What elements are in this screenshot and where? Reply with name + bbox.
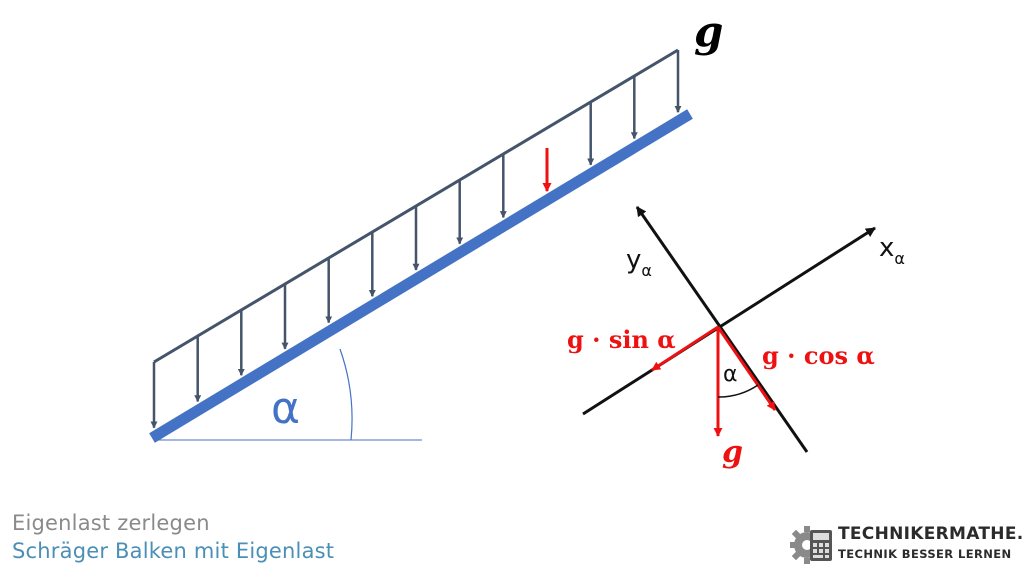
caption-subtitle: Schräger Balken mit Eigenlast (12, 539, 335, 563)
inclined-beam (149, 109, 693, 443)
cos-component-label: g · cos α (762, 341, 875, 370)
inclined-beam-diagram: g α yα xα α g · sin α g · cos α g (149, 7, 905, 470)
y-alpha-axis-label: yα (626, 245, 652, 280)
brand-tagline: TECHNIK BESSER LERNEN (838, 547, 1012, 561)
x-alpha-axis-label: xα (879, 233, 905, 268)
y-alpha-axis (635, 206, 809, 453)
caption-title: Eigenlast zerlegen (12, 511, 210, 535)
load-label: g (694, 7, 723, 56)
sin-component-arrow (651, 325, 719, 372)
brand-name: TECHNIKERMATHE.DE (838, 524, 1024, 544)
angle-arc (339, 348, 353, 441)
load-arrows (150, 50, 682, 429)
calculator-icon (810, 530, 832, 561)
inner-angle-label: α (723, 362, 738, 387)
sin-component-label: g · sin α (567, 325, 676, 354)
cos-component-arrow (716, 326, 777, 411)
angle-label: α (271, 383, 300, 434)
resultant-force-label: g (722, 435, 743, 470)
x-alpha-axis (582, 226, 876, 416)
brand-block: TECHNIKERMATHE.DE TECHNIK BESSER LERNEN (790, 522, 1024, 568)
calculator-gear-logo (790, 526, 832, 564)
inner-angle-arc (717, 384, 759, 398)
